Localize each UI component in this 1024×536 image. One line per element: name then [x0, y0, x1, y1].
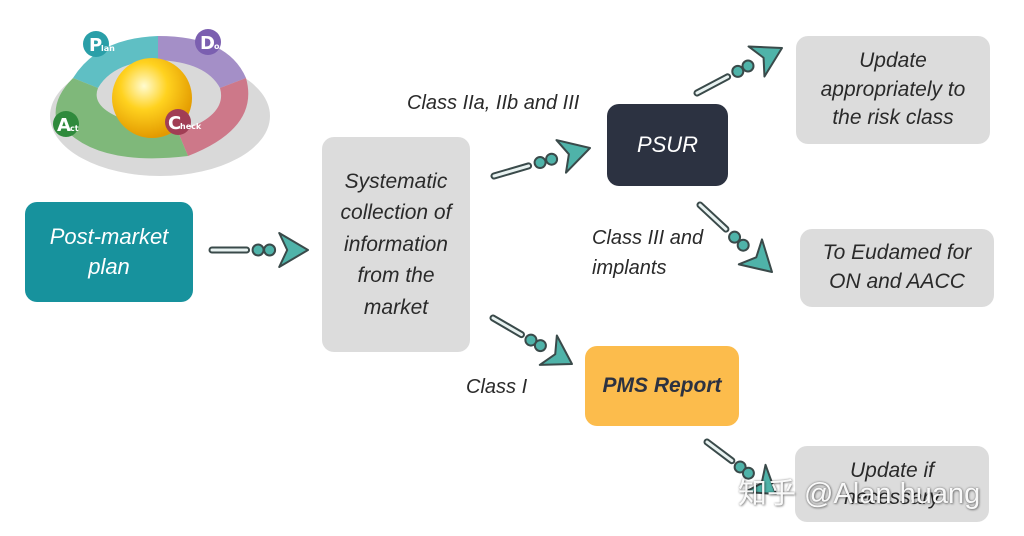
pms-report-text: PMS Report [602, 373, 722, 397]
update-if-necessary-box: Update if necessary [795, 446, 989, 522]
arrow-collection-to-pms [489, 314, 573, 366]
pdca-cycle-graphic: P lan D o C heck A ct [50, 29, 270, 176]
arrow-head [737, 238, 773, 273]
update-risk-class-box: Update appropriately to the risk class [796, 36, 990, 144]
update-if-necessary-text: Update if necessary [844, 458, 940, 509]
arrow-psur-to-eudamed [696, 201, 773, 273]
arrow-head [747, 45, 783, 78]
act-segment [55, 78, 188, 159]
arrow-head [555, 139, 591, 174]
pdca-act-sub: ct [70, 124, 79, 133]
eudamed-text: To Eudamed for ON and AACC [822, 241, 972, 293]
pdca-do-letter: D [200, 33, 215, 54]
post-market-plan-box: Post-market plan [25, 202, 193, 302]
arrow-dot [731, 64, 745, 78]
post-market-plan-text: Post-market plan [49, 223, 169, 279]
pdca-act-letter: A [57, 115, 71, 136]
arrow-dash [705, 440, 734, 463]
arrow-dash [492, 164, 531, 178]
watermark-text: 知乎 @Alan huang [738, 478, 981, 510]
arrow-head [744, 463, 777, 495]
arrow-dash [698, 203, 728, 231]
arrow-dot [741, 466, 755, 480]
arrow-dot [545, 152, 559, 166]
arrow-dot [533, 339, 547, 353]
check-segment [178, 78, 249, 156]
arrow-dot [741, 59, 755, 73]
eudamed-box: To Eudamed for ON and AACC [800, 229, 994, 307]
arrow-pms-to-update-if-necessary [703, 438, 777, 495]
arrow-dot [533, 156, 547, 170]
plan-segment [73, 36, 158, 88]
systematic-collection-text: Systematic collection of information fro… [340, 169, 452, 319]
psur-box: PSUR [607, 104, 728, 186]
arrow-psur-to-update [693, 45, 783, 97]
pdca-check-letter: C [168, 113, 181, 134]
do-segment [158, 36, 246, 88]
label-class-iii-implants: Class III and implants [592, 227, 704, 279]
arrow-dot [263, 243, 277, 257]
arrow-dot [733, 460, 747, 474]
label-class-iia-iib-iii: Class IIa, IIb and III [407, 92, 580, 114]
systematic-collection-box: Systematic collection of information fro… [322, 137, 470, 352]
label-class-i: Class I [466, 376, 528, 398]
arrow-head [278, 232, 309, 268]
arrow-dot [251, 243, 265, 257]
pdca-plan-letter: P [89, 35, 102, 56]
pms-report-box: PMS Report [585, 346, 739, 426]
psur-text: PSUR [636, 131, 699, 157]
arrow-head [538, 334, 573, 366]
pdca-check-sub: heck [180, 122, 202, 131]
arrow-plan-to-collection [208, 232, 309, 268]
pdca-do-sub: o [214, 42, 220, 51]
arrow-dash [695, 75, 730, 95]
arrow-collection-to-psur [490, 139, 591, 180]
arrow-dot [524, 333, 538, 347]
arrow-dot [736, 238, 750, 252]
update-risk-class-text: Update appropriately to the risk class [820, 48, 966, 130]
arrow-dot [728, 230, 742, 244]
arrow-dash [491, 316, 523, 337]
pdca-plan-sub: lan [101, 44, 115, 53]
